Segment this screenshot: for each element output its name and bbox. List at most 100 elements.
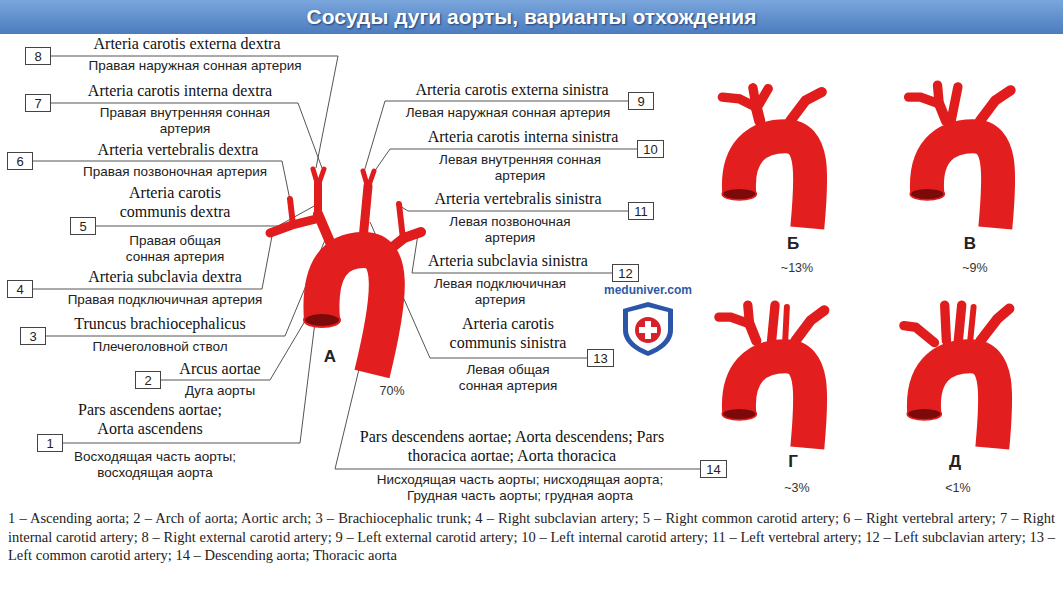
callout-box: 14 xyxy=(700,460,727,478)
callout-box: 12 xyxy=(612,264,639,282)
shield-circle xyxy=(635,317,661,343)
watermark: meduniver.com xyxy=(604,283,692,297)
latin-name: Pars descendens aortae; Aorta descendens… xyxy=(355,427,670,465)
callout-number: 3 xyxy=(29,330,36,343)
aorta-body xyxy=(321,250,386,374)
callout-number: 11 xyxy=(634,205,648,218)
aorta-body xyxy=(722,356,810,448)
percentage: ~13% xyxy=(781,261,813,275)
callout-box: 9 xyxy=(628,92,654,110)
russian-name: Левая наружная сонная артерия xyxy=(406,105,611,121)
callout-number: 5 xyxy=(79,220,86,233)
right-internal-carotid xyxy=(318,169,324,186)
callout-number: 9 xyxy=(637,95,644,108)
latin-name: Arteria subclavia dextra xyxy=(88,267,242,286)
left-internal-carotid xyxy=(368,171,374,188)
latin-name: Arteria vertebralis sinistra xyxy=(434,189,601,208)
figure-letter: Д xyxy=(949,452,961,472)
aorta-body xyxy=(722,136,810,228)
callout-number: 10 xyxy=(643,143,657,156)
percentage: ~3% xyxy=(784,481,809,495)
percentage: <1% xyxy=(945,481,970,495)
shield-inner xyxy=(628,307,668,351)
latin-name: Arteria subclavia sinistra xyxy=(428,251,588,270)
shield xyxy=(623,302,673,356)
aorta-body xyxy=(907,356,995,448)
leader-lines xyxy=(20,56,713,469)
vessel xyxy=(951,87,958,121)
vessel xyxy=(772,305,775,341)
vessel xyxy=(970,307,973,341)
latin-name: Arteria carotis interna sinistra xyxy=(428,127,619,146)
percentage: ~9% xyxy=(962,261,987,275)
latin-name: Arteria carotis communis sinistra xyxy=(438,314,578,352)
figure-letter: Г xyxy=(788,452,798,472)
russian-name: Левая общая сонная артерия xyxy=(448,362,568,394)
russian-name: Восходящая часть аорты; восходящая аорта xyxy=(63,449,248,481)
russian-name: Нисходящая часть аорты; нисходящая аорта… xyxy=(363,472,678,504)
russian-name: Левая внутренняя сонная артерия xyxy=(428,152,613,184)
vessel xyxy=(748,305,750,324)
figure-letter: Б xyxy=(787,234,799,254)
callout-number: 2 xyxy=(144,374,151,387)
latin-name: Arteria carotis externa sinistra xyxy=(415,80,608,99)
vessel xyxy=(790,92,821,121)
russian-name: Левая подключичная артерия xyxy=(420,276,580,308)
callout-number: 8 xyxy=(34,50,41,63)
vessel xyxy=(785,307,787,341)
vessel xyxy=(938,85,940,104)
callout-box: 6 xyxy=(7,152,33,170)
callout-box: 1 xyxy=(37,434,63,452)
right-vertebral xyxy=(290,199,293,225)
callout-number: 13 xyxy=(593,352,607,365)
variant-figure xyxy=(909,85,1011,228)
russian-name: Правая позвоночная артерия xyxy=(83,164,267,180)
vessel xyxy=(795,310,824,341)
latin-name: Arcus aortae xyxy=(179,359,260,378)
latin-name: Arteria carotis interna dextra xyxy=(88,81,272,100)
callout-number: 7 xyxy=(34,97,41,110)
latin-name: Arteria carotis communis dextra xyxy=(105,183,245,221)
variant-figure xyxy=(719,305,824,448)
latin-name: Truncus brachiocephalicus xyxy=(74,314,245,333)
callout-box: 11 xyxy=(628,202,654,220)
callout-number: 14 xyxy=(706,463,720,476)
variant-figure xyxy=(904,305,1009,448)
figure-letter: А xyxy=(324,347,336,367)
aortic-arch-figure xyxy=(270,169,421,374)
callout-number: 6 xyxy=(16,155,23,168)
latin-name: Arteria carotis externa dextra xyxy=(93,34,280,53)
leader-line xyxy=(38,103,322,168)
russian-name: Правая подключичная артерия xyxy=(68,292,263,308)
callout-number: 1 xyxy=(46,437,53,450)
aorta-body xyxy=(910,136,998,228)
latin-name: Arteria vertebralis dextra xyxy=(98,140,259,159)
callout-number: 4 xyxy=(16,283,23,296)
callout-box: 8 xyxy=(25,47,51,65)
latin-name: Pars ascendens aortae; Aorta ascendens xyxy=(65,400,235,438)
vessel xyxy=(980,90,1011,121)
callout-box: 7 xyxy=(25,94,51,112)
vessel xyxy=(756,89,768,109)
callout-box: 5 xyxy=(70,217,96,235)
left-vertebral xyxy=(399,204,403,239)
callout-box: 2 xyxy=(135,371,161,389)
callout-box: 10 xyxy=(637,140,664,158)
russian-name: Плечеголовной ствол xyxy=(92,339,227,355)
shield-cross xyxy=(639,327,657,333)
vessel xyxy=(958,305,961,341)
russian-name: Правая общая сонная артерия xyxy=(115,233,235,265)
aorta-opening xyxy=(304,313,340,327)
leader-line xyxy=(50,314,316,443)
percentage: 70% xyxy=(379,384,404,398)
figure-caption: 1 – Ascending aorta; 2 – Arch of aorta; … xyxy=(8,509,1055,565)
russian-name: Дуга аорты xyxy=(185,383,255,399)
callout-box: 13 xyxy=(587,349,614,367)
vessel xyxy=(945,305,947,341)
russian-name: Правая внутренняя сонная артерия xyxy=(90,105,280,137)
variant-figure xyxy=(722,88,821,228)
vessel xyxy=(980,309,1009,341)
leader-line xyxy=(38,56,338,168)
callout-box: 4 xyxy=(7,280,33,298)
callout-box: 3 xyxy=(20,327,46,345)
